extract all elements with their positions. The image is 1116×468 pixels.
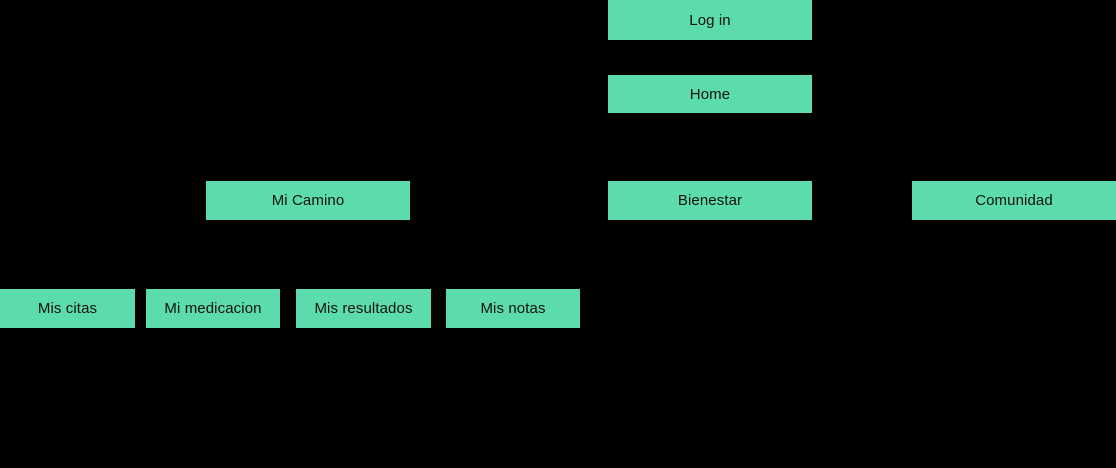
- node-comunidad-label: Comunidad: [975, 192, 1053, 209]
- node-home[interactable]: Home: [608, 75, 812, 113]
- node-mis-resultados-label: Mis resultados: [314, 300, 413, 317]
- node-mi-camino[interactable]: Mi Camino: [206, 181, 410, 220]
- node-log-in[interactable]: Log in: [608, 0, 812, 40]
- node-mis-citas[interactable]: Mis citas: [0, 289, 135, 328]
- node-mi-camino-label: Mi Camino: [271, 192, 345, 209]
- node-log-in-label: Log in: [689, 11, 731, 29]
- node-home-label: Home: [689, 85, 731, 103]
- node-bienestar[interactable]: Bienestar: [608, 181, 812, 220]
- node-mi-medicacion[interactable]: Mi medicacion: [146, 289, 280, 328]
- node-mis-citas-label: Mis citas: [37, 300, 98, 317]
- node-bienestar-label: Bienestar: [677, 192, 743, 209]
- node-mis-notas-label: Mis notas: [480, 300, 546, 317]
- node-mi-medicacion-label: Mi medicacion: [164, 300, 262, 317]
- node-comunidad[interactable]: Comunidad: [912, 181, 1116, 220]
- node-mis-resultados[interactable]: Mis resultados: [296, 289, 431, 328]
- node-mis-notas[interactable]: Mis notas: [446, 289, 580, 328]
